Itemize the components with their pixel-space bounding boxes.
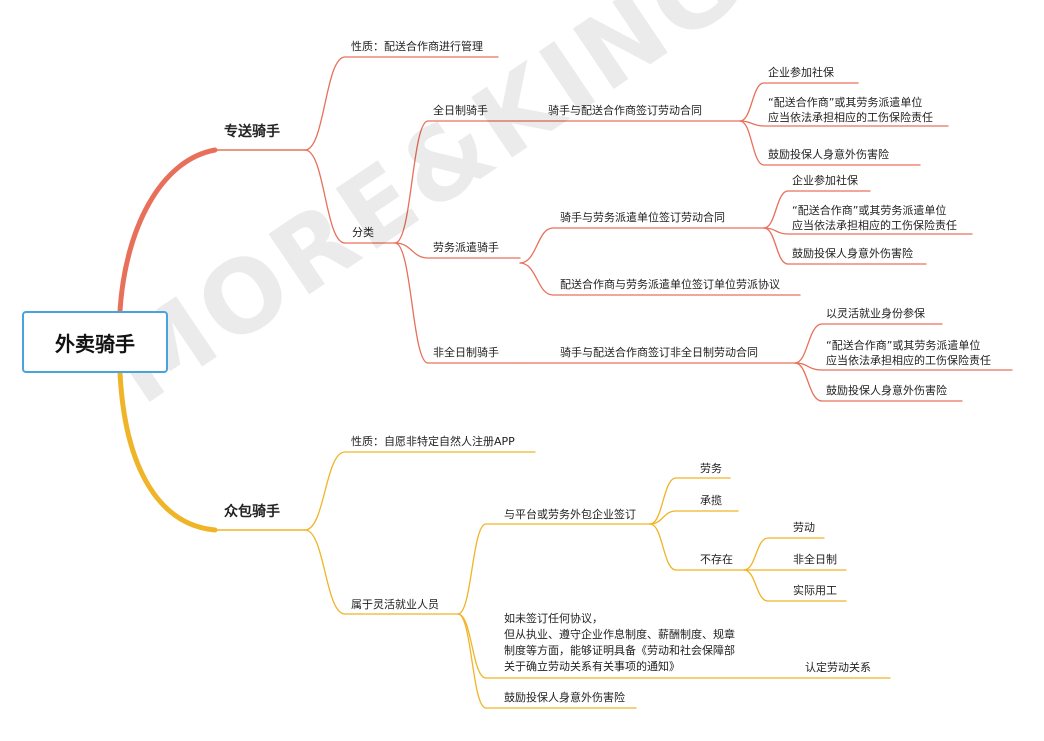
no-agreement-line[interactable]: 如未签订任何协议， <box>504 612 603 625</box>
branch-zhongbao[interactable]: 众包骑手 <box>224 504 280 520</box>
zhuansong-nature[interactable]: 性质：配送合作商进行管理 <box>351 40 483 53</box>
not-exist-item[interactable]: 非全日制 <box>793 553 837 566</box>
dispatch-item[interactable]: “配送合作商”或其劳务派遣单位 <box>792 204 947 217</box>
fulltime-rider[interactable]: 全日制骑手 <box>433 104 488 117</box>
branch-zhuansong[interactable]: 专送骑手 <box>224 124 280 140</box>
parttime-item[interactable]: 以灵活就业身份参保 <box>826 307 925 320</box>
dispatch-item[interactable]: 鼓励投保人身意外伤害险 <box>792 247 913 260</box>
zhuansong-category[interactable]: 分类 <box>352 226 374 239</box>
no-agreement-line[interactable]: 制度等方面，能够证明具备《劳动和社会保障部 <box>504 644 735 657</box>
parttime-rider[interactable]: 非全日制骑手 <box>433 346 499 359</box>
parttime-item[interactable]: 鼓励投保人身意外伤害险 <box>826 384 947 397</box>
fulltime-contract[interactable]: 骑手与配送合作商签订劳动合同 <box>548 104 702 117</box>
fulltime-item[interactable]: 鼓励投保人身意外伤害险 <box>768 148 889 161</box>
sign-item[interactable]: 不存在 <box>700 553 733 566</box>
zhongbao-flexible[interactable]: 属于灵活就业人员 <box>351 598 439 611</box>
fulltime-item[interactable]: 企业参加社保 <box>768 66 834 79</box>
not-exist-item[interactable]: 实际用工 <box>793 584 837 597</box>
parttime-contract[interactable]: 骑手与配送合作商签订非全日制劳动合同 <box>560 346 758 359</box>
root-node[interactable]: 外卖骑手 <box>22 311 168 373</box>
zhongbao-sign[interactable]: 与平台或劳务外包企业签订 <box>504 508 636 521</box>
no-agreement-line[interactable]: 关于确立劳动关系有关事项的通知》 <box>504 660 680 673</box>
fulltime-item[interactable]: “配送合作商”或其劳务派遣单位 <box>768 96 923 109</box>
dispatch-item[interactable]: 应当依法承担相应的工伤保险责任 <box>792 219 957 232</box>
sign-item[interactable]: 承揽 <box>700 494 722 507</box>
dispatch-contract[interactable]: 骑手与劳务派遣单位签订劳动合同 <box>560 211 725 224</box>
fulltime-item[interactable]: 应当依法承担相应的工伤保险责任 <box>768 111 933 124</box>
no-agreement-line[interactable]: 但从执业、遵守企业作息制度、薪酬制度、规章 <box>504 628 735 641</box>
parttime-item[interactable]: 应当依法承担相应的工伤保险责任 <box>826 354 991 367</box>
confirm-relation[interactable]: 认定劳动关系 <box>805 661 871 674</box>
dispatch-rider[interactable]: 劳务派遣骑手 <box>433 241 499 254</box>
zhongbao-insurance[interactable]: 鼓励投保人身意外伤害险 <box>504 691 625 704</box>
parttime-item[interactable]: “配送合作商”或其劳务派遣单位 <box>826 339 981 352</box>
zhongbao-nature[interactable]: 性质：自愿非特定自然人注册APP <box>351 435 515 448</box>
dispatch-agreement[interactable]: 配送合作商与劳务派遣单位签订单位劳派协议 <box>560 278 780 291</box>
dispatch-item[interactable]: 企业参加社保 <box>792 174 858 187</box>
sign-item[interactable]: 劳务 <box>700 462 722 475</box>
not-exist-item[interactable]: 劳动 <box>793 521 815 534</box>
